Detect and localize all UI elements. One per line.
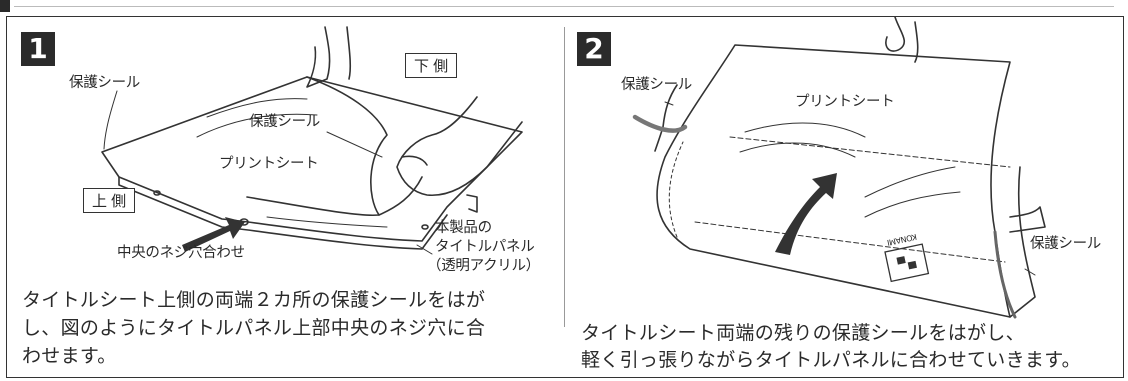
label-product-panel-line2: タイトルパネル [435,239,535,255]
label-product-panel-line1: 本製品の [435,220,492,236]
step-1-caption-line-2: し、図のようにタイトルパネル上部中央のネジ穴に合 [22,317,486,339]
section-rule [14,6,1114,7]
step-1-caption-line-1: タイトルシート上側の両端２カ所の保護シールをはが [22,289,486,311]
label-top-side: 上 側 [83,188,135,213]
direction-arrow [775,173,837,255]
hand-top [885,17,919,63]
logo-emblem [884,243,930,283]
label-protective-seal-right: 保護シール [1030,236,1101,252]
right-seal-strip [993,230,1017,319]
left-seal-strip [654,84,678,152]
hand-top [306,26,352,88]
step-2-badge: 2 [577,32,611,66]
step-2-illustration [632,17,1046,319]
label-product-panel-line3: （透明アクリル） [427,258,540,274]
label-center-screw: 中央のネジ穴合わせ [117,245,245,261]
panel-divider [564,27,565,327]
hand-right [396,96,523,197]
step-1-caption-line-3: わせます。 [22,345,117,367]
section-header-bar [0,0,1128,14]
step-1-panel: 1 保護シール 下 側 保護シール プリントシート 上 側 本製品の タイトルパ… [7,17,565,377]
screw-hole-right [421,224,429,230]
label-protective-seal-left: 保護シール [621,77,692,93]
step-2-caption-line-1: タイトルシート両端の残りの保護シールをはがし、 [581,322,1025,344]
step-2-panel: 2 保護シール プリントシート 保護シール KONAMI タイトルシート両端の残… [565,17,1125,377]
label-protective-seal-left: 保護シール [69,75,140,91]
label-bottom-side: 下 側 [405,53,457,78]
screw-hole-left [153,190,161,196]
label-print-sheet: プリントシート [219,156,319,172]
center-screw-arrow [182,217,245,252]
peeled-sheet-curl [246,76,388,217]
section-marker [0,0,10,12]
panel-stand [1009,206,1046,233]
instruction-frame: 1 保護シール 下 側 保護シール プリントシート 上 側 本製品の タイトルパ… [6,16,1124,378]
label-protective-seal-center: 保護シール [249,114,320,130]
step-1-badge: 1 [21,32,55,66]
step-1-illustration [101,26,523,255]
label-print-sheet: プリントシート [795,94,895,110]
step-2-caption-line-2: 軽く引っ張りながらタイトルパネルに合わせていきます。 [581,349,1081,371]
